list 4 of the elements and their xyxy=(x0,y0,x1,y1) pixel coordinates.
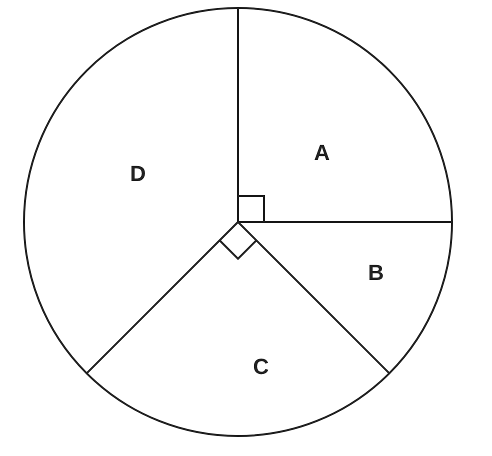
sector-label: A xyxy=(314,142,330,164)
sector-label: C xyxy=(253,356,269,378)
sector-label: B xyxy=(368,262,384,284)
sector-label: D xyxy=(130,163,146,185)
